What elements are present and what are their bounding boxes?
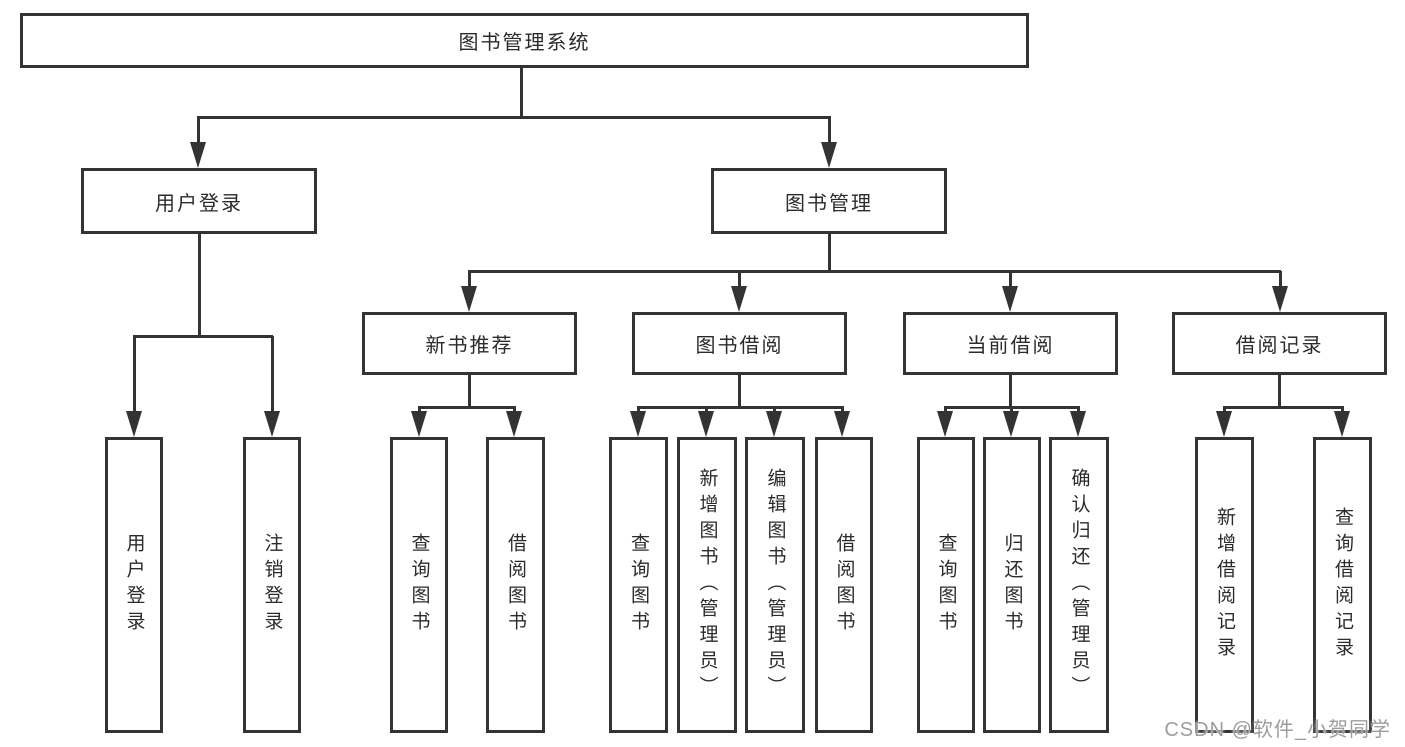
connector-stub-line <box>1076 406 1080 414</box>
node-book-borrow: 图书借阅 <box>632 312 847 375</box>
leaf-current-query-books: 查询图书 <box>917 437 975 733</box>
arrow-down-icon <box>937 411 953 437</box>
connector-stub-line <box>636 406 640 414</box>
node-current-borrow: 当前借阅 <box>903 312 1118 375</box>
connector-stub-line <box>132 336 136 414</box>
connector-stub-line <box>827 117 831 145</box>
arrow-down-icon <box>1272 286 1288 312</box>
node-root: 图书管理系统 <box>20 13 1029 68</box>
connector-stub-line <box>1278 271 1282 289</box>
connector-stub-line <box>1008 271 1012 289</box>
arrow-down-icon <box>461 286 477 312</box>
node-user-login-label: 用户登录 <box>155 192 243 215</box>
leaf-logout-label: 注销登录 <box>261 533 283 637</box>
connector-horizontal-line <box>197 115 831 119</box>
connector-stub-line <box>943 406 947 414</box>
connector-horizontal-line <box>468 269 1281 273</box>
arrow-down-icon <box>821 142 837 168</box>
node-user-login: 用户登录 <box>81 168 317 234</box>
connector-stub-line <box>737 271 741 289</box>
watermark: CSDN @软件_小贺同学 <box>1164 719 1391 741</box>
node-new-book-recommend-label: 新书推荐 <box>425 335 514 357</box>
connector-stub-line <box>1340 406 1344 414</box>
arrow-down-icon <box>630 411 646 437</box>
connector-stub-line <box>1222 406 1226 414</box>
connector-vertical-line <box>1008 373 1012 409</box>
arrow-down-icon <box>698 411 714 437</box>
connector-stub-line <box>512 406 516 414</box>
leaf-borrow-query-books-label: 查询图书 <box>628 533 649 637</box>
connector-horizontal-line <box>133 334 273 338</box>
connector-stub-line <box>840 406 844 414</box>
node-book-management: 图书管理 <box>711 168 947 234</box>
connector-vertical-line <box>197 232 201 337</box>
leaf-return-books: 归还图书 <box>983 437 1041 733</box>
leaf-confirm-return-admin: 确认归还（管理员） <box>1049 437 1109 733</box>
arrow-down-icon <box>190 142 206 168</box>
leaf-query-borrow-record-label: 查询借阅记录 <box>1332 507 1353 663</box>
arrow-down-icon <box>506 411 522 437</box>
leaf-borrow-query-books: 查询图书 <box>609 437 668 733</box>
node-current-borrow-label: 当前借阅 <box>966 335 1055 357</box>
leaf-edit-books-admin-label: 编辑图书（管理员） <box>764 468 786 702</box>
leaf-add-borrow-record: 新增借阅记录 <box>1195 437 1254 733</box>
arrow-down-icon <box>1334 411 1350 437</box>
arrow-down-icon <box>1216 411 1232 437</box>
node-borrow-records-label: 借阅记录 <box>1235 335 1324 357</box>
node-book-borrow-label: 图书借阅 <box>695 335 784 357</box>
connector-stub-line <box>417 406 421 414</box>
node-new-book-recommend: 新书推荐 <box>362 312 577 375</box>
arrow-down-icon <box>731 286 747 312</box>
connector-vertical-line <box>737 373 741 409</box>
arrow-down-icon <box>1002 286 1018 312</box>
connector-vertical-line <box>1277 373 1281 409</box>
leaf-add-books-admin-label: 新增图书（管理员） <box>696 468 718 702</box>
node-book-management-label: 图书管理 <box>785 192 873 215</box>
leaf-add-borrow-record-label: 新增借阅记录 <box>1214 507 1235 663</box>
connector-stub-line <box>270 336 274 414</box>
arrow-down-icon <box>834 411 850 437</box>
leaf-recommend-query-books: 查询图书 <box>390 437 448 733</box>
arrow-down-icon <box>411 411 427 437</box>
connector-horizontal-line <box>418 405 516 409</box>
leaf-recommend-borrow-books-label: 借阅图书 <box>505 533 526 637</box>
leaf-return-books-label: 归还图书 <box>1001 533 1023 637</box>
leaf-user-login-label: 用户登录 <box>123 533 145 637</box>
leaf-logout: 注销登录 <box>243 437 301 733</box>
leaf-recommend-query-books-label: 查询图书 <box>408 533 430 637</box>
arrow-down-icon <box>1070 411 1086 437</box>
arrow-down-icon <box>1003 411 1019 437</box>
node-borrow-records: 借阅记录 <box>1172 312 1387 375</box>
leaf-borrow-books-label: 借阅图书 <box>833 533 855 637</box>
connector-vertical-line <box>827 232 831 273</box>
leaf-query-borrow-record: 查询借阅记录 <box>1313 437 1372 733</box>
arrow-down-icon <box>264 411 280 437</box>
arrow-down-icon <box>126 411 142 437</box>
connector-vertical-line <box>467 373 471 409</box>
connector-vertical-line <box>519 66 523 119</box>
node-root-label: 图书管理系统 <box>458 32 591 54</box>
leaf-edit-books-admin: 编辑图书（管理员） <box>745 437 805 733</box>
leaf-user-login: 用户登录 <box>105 437 163 733</box>
leaf-add-books-admin: 新增图书（管理员） <box>677 437 737 733</box>
connector-stub-line <box>467 271 471 289</box>
connector-horizontal-line <box>1223 405 1343 409</box>
arrow-down-icon <box>766 411 782 437</box>
leaf-confirm-return-admin-label: 确认归还（管理员） <box>1068 468 1090 702</box>
connector-stub-line <box>196 117 200 145</box>
connector-stub-line <box>772 406 776 414</box>
connector-stub-line <box>704 406 708 414</box>
connector-horizontal-line <box>637 405 843 409</box>
leaf-recommend-borrow-books: 借阅图书 <box>486 437 545 733</box>
leaf-borrow-books: 借阅图书 <box>815 437 873 733</box>
connector-stub-line <box>1009 406 1013 414</box>
leaf-current-query-books-label: 查询图书 <box>935 533 957 637</box>
